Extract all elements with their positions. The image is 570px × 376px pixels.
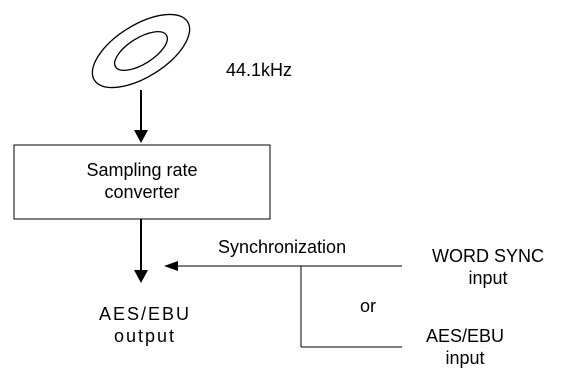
- word-sync-input-label: WORD SYNC input: [408, 245, 568, 289]
- output-label-line1: AES/EBU: [98, 304, 192, 324]
- disc-frequency-label: 44.1kHz: [226, 60, 293, 80]
- aes-ebu-output-label: AES/EBU output: [70, 303, 220, 347]
- or-label: or: [360, 296, 377, 316]
- converter-label-line2: converter: [104, 182, 180, 202]
- aes-ebu-input-label: AES/EBU input: [410, 325, 520, 369]
- converter-to-output-arrowhead: [134, 270, 148, 283]
- synchronization-label: Synchronization: [218, 237, 347, 257]
- word-sync-line1: WORD SYNC: [432, 246, 544, 266]
- word-sync-line2: input: [468, 268, 508, 288]
- aes-input-line2: input: [445, 348, 485, 368]
- converter-box: [13, 144, 271, 220]
- disc-to-converter-arrowhead: [134, 130, 148, 143]
- sync-arrowhead: [164, 261, 178, 271]
- converter-label: Sampling rate converter: [14, 159, 270, 203]
- output-label-line2: output: [113, 326, 177, 346]
- aes-input-line1: AES/EBU: [425, 326, 505, 346]
- disc-icon: [91, 13, 191, 89]
- converter-label-line1: Sampling rate: [86, 160, 198, 180]
